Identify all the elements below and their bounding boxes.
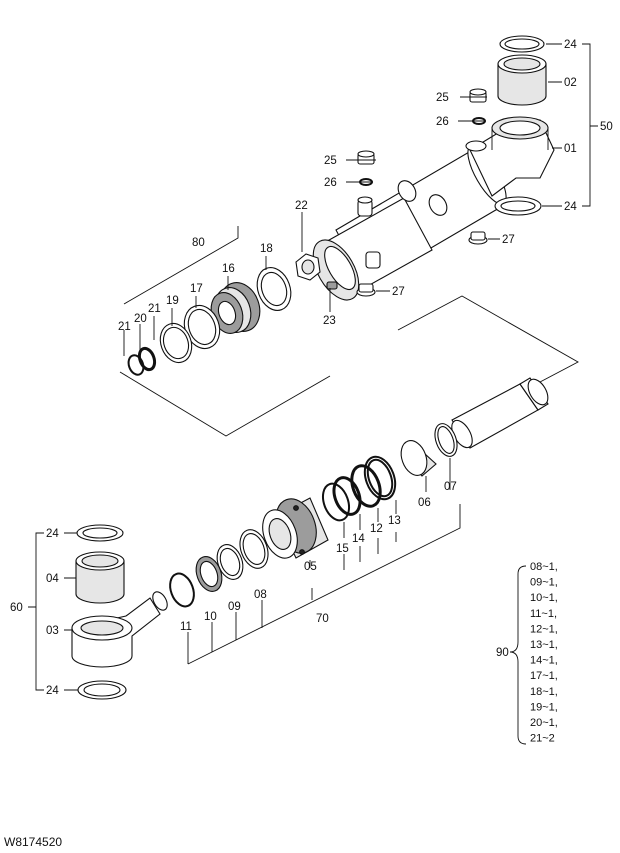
part-25-plug-mid <box>357 150 375 165</box>
cylinder-tube-assembly <box>312 116 555 301</box>
callout-17: 17 <box>190 283 203 295</box>
callout-15: 15 <box>336 543 349 555</box>
assembly-link-line-left <box>119 371 331 437</box>
seal-kit-item: 19~1, <box>530 701 558 713</box>
part-25-plug-top <box>469 88 487 103</box>
part-22-nut <box>295 253 321 281</box>
seal-kit-list: 90 08~1, 09~1, 10~1, 11~1, 12~1, 13~1, 14~1, 17… <box>496 561 558 745</box>
assembly-label-50: 50 <box>600 121 613 133</box>
callout-24-bottom-lower: 24 <box>46 685 59 697</box>
part-19-ring <box>159 322 193 364</box>
callout-16: 16 <box>222 263 235 275</box>
drawing-number: W8174520 <box>4 835 62 849</box>
callout-20: 20 <box>134 313 147 325</box>
callout-11: 11 <box>180 621 192 633</box>
part-21-ring <box>127 354 145 376</box>
callout-03: 03 <box>46 625 59 637</box>
callout-02: 02 <box>564 77 577 89</box>
callout-19: 19 <box>166 295 179 307</box>
seal-kit-item: 08~1, <box>530 561 558 573</box>
seal-kit-item: 20~1, <box>530 717 558 729</box>
seal-kit-item: 12~1, <box>530 623 558 635</box>
part-05-gland <box>262 497 329 559</box>
callout-22: 22 <box>295 200 308 212</box>
part-24-dust-seal-bottom-lower <box>77 680 127 700</box>
part-rod-end <box>451 377 549 449</box>
part-17-ring <box>183 304 221 350</box>
part-18-ring <box>256 267 292 311</box>
callout-21-lower: 21 <box>118 321 131 333</box>
callout-14: 14 <box>352 533 365 545</box>
part-04-bushing <box>75 551 125 604</box>
part-27-fitting-mid <box>356 283 376 297</box>
part-08-ring <box>239 529 269 569</box>
leader-lines <box>28 43 598 745</box>
callout-07: 07 <box>444 481 457 493</box>
part-03-rod-eye <box>71 591 168 668</box>
callout-24-top: 24 <box>564 39 577 51</box>
callout-08: 08 <box>254 589 267 601</box>
seal-kit-item: 14~1, <box>530 655 558 667</box>
seal-kit-item: 21~2 <box>530 733 555 745</box>
callout-10: 10 <box>204 611 217 623</box>
part-20-ring <box>137 346 157 372</box>
callout-12: 12 <box>370 523 383 535</box>
callout-04: 04 <box>46 573 59 585</box>
seal-kit-item: 10~1, <box>530 592 558 604</box>
seal-kit-item: 13~1, <box>530 639 558 651</box>
part-06-bushing <box>400 440 437 477</box>
callout-21-upper: 21 <box>148 303 161 315</box>
callout-23: 23 <box>323 315 336 327</box>
callout-18: 18 <box>260 243 273 255</box>
part-24-dust-seal-bottom-top <box>76 524 124 542</box>
callout-27-top: 27 <box>502 234 515 246</box>
callout-13: 13 <box>388 515 401 527</box>
part-11-snap-ring <box>169 572 195 608</box>
callout-labels: 24 02 01 24 50 25 26 25 26 27 27 22 23 8… <box>10 39 613 697</box>
part-24-dust-seal-top <box>499 35 545 53</box>
callout-25-mid: 25 <box>324 155 337 167</box>
callout-01: 01 <box>564 143 577 155</box>
part-23-set-screw <box>326 281 338 290</box>
callout-06: 06 <box>418 497 431 509</box>
callout-24-lower: 24 <box>564 201 577 213</box>
callout-25-top: 25 <box>436 92 449 104</box>
callout-27-mid: 27 <box>392 286 405 298</box>
seal-kit-item: 17~1, <box>530 670 558 682</box>
part-02-bushing-top <box>497 54 547 106</box>
part-13-ring <box>363 455 397 501</box>
callout-26-top: 26 <box>436 116 449 128</box>
callout-09: 09 <box>228 601 241 613</box>
part-27-fitting-top <box>468 231 488 245</box>
callout-24-bottom-top: 24 <box>46 528 59 540</box>
seal-kit-item: 09~1, <box>530 577 558 589</box>
assembly-link-line-right <box>397 295 579 383</box>
part-14-ring <box>332 476 362 516</box>
part-07-ring <box>434 423 458 457</box>
part-15-ring <box>321 482 351 522</box>
seal-kit-item: 11~1, <box>530 608 557 620</box>
part-12-ring <box>350 464 382 508</box>
assembly-label-60: 60 <box>10 602 23 614</box>
assembly-label-80: 80 <box>192 237 205 249</box>
callout-26-mid: 26 <box>324 177 337 189</box>
seal-kit-item: 18~1, <box>530 686 558 698</box>
part-24-dust-seal-lower <box>494 196 542 216</box>
callout-05: 05 <box>304 561 317 573</box>
assembly-label-90: 90 <box>496 647 509 659</box>
part-10-ring <box>195 556 223 592</box>
assembly-label-70: 70 <box>316 613 329 625</box>
